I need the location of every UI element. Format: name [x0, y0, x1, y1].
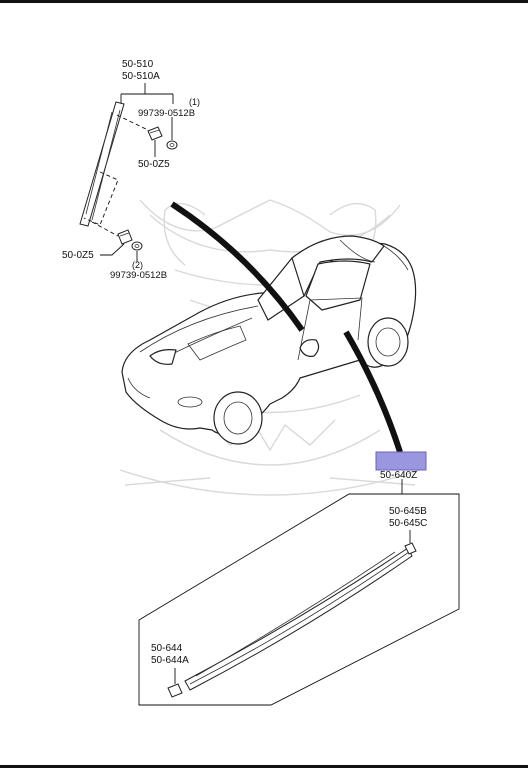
- bolt-1-icon: [166, 140, 178, 150]
- label-clip-part-2: 50-0Z5: [62, 250, 94, 261]
- rear-wheel: [367, 317, 409, 367]
- bottom-border-line: [0, 765, 528, 768]
- headlight: [149, 349, 177, 365]
- label-upper-group-2: 50-510A: [122, 71, 160, 82]
- label-bolt-part-1: 99739-0512B: [138, 108, 195, 119]
- callout-arrow-upper: [170, 201, 305, 332]
- top-border-line: [0, 0, 528, 3]
- label-end-cap-left-2: 50-644A: [151, 655, 189, 666]
- callout-arrow-lower: [343, 330, 403, 453]
- molding-detail-panel: [138, 479, 460, 706]
- clip-1-icon: [147, 126, 163, 141]
- leader-clip-2: [100, 243, 125, 256]
- label-end-cap-right-1: 50-645B: [389, 506, 427, 517]
- side-window: [305, 260, 371, 311]
- soft-top: [291, 235, 385, 297]
- molding-strip: [184, 547, 413, 691]
- car-illustration: [121, 235, 417, 445]
- highlighted-part-box: [375, 451, 427, 471]
- bolt-2-icon: [131, 241, 143, 251]
- upper-weatherstrip-assembly: [79, 83, 178, 262]
- label-ref-number-1: (1): [189, 97, 200, 107]
- label-end-cap-left-1: 50-644: [151, 643, 183, 654]
- detail-panel-outline: [138, 493, 460, 706]
- label-ref-number-2: (2): [132, 260, 143, 270]
- label-end-cap-right-2: 50-645C: [389, 518, 427, 529]
- end-cap-right-icon: [404, 542, 417, 555]
- dashed-guide-upper: [116, 114, 151, 132]
- dashed-guide-box: [83, 171, 119, 226]
- label-upper-group-1: 50-510: [122, 59, 154, 70]
- dashed-guide-lower: [91, 221, 119, 237]
- label-clip-part-1: 50-0Z5: [138, 159, 170, 170]
- label-bolt-part-2: 99739-0512B: [110, 270, 167, 281]
- label-highlighted-part: 50-640Z: [380, 470, 417, 481]
- side-mirror: [299, 339, 320, 357]
- end-cap-left-icon: [167, 683, 183, 698]
- clip-2-icon: [117, 229, 133, 245]
- front-wheel: [213, 391, 263, 445]
